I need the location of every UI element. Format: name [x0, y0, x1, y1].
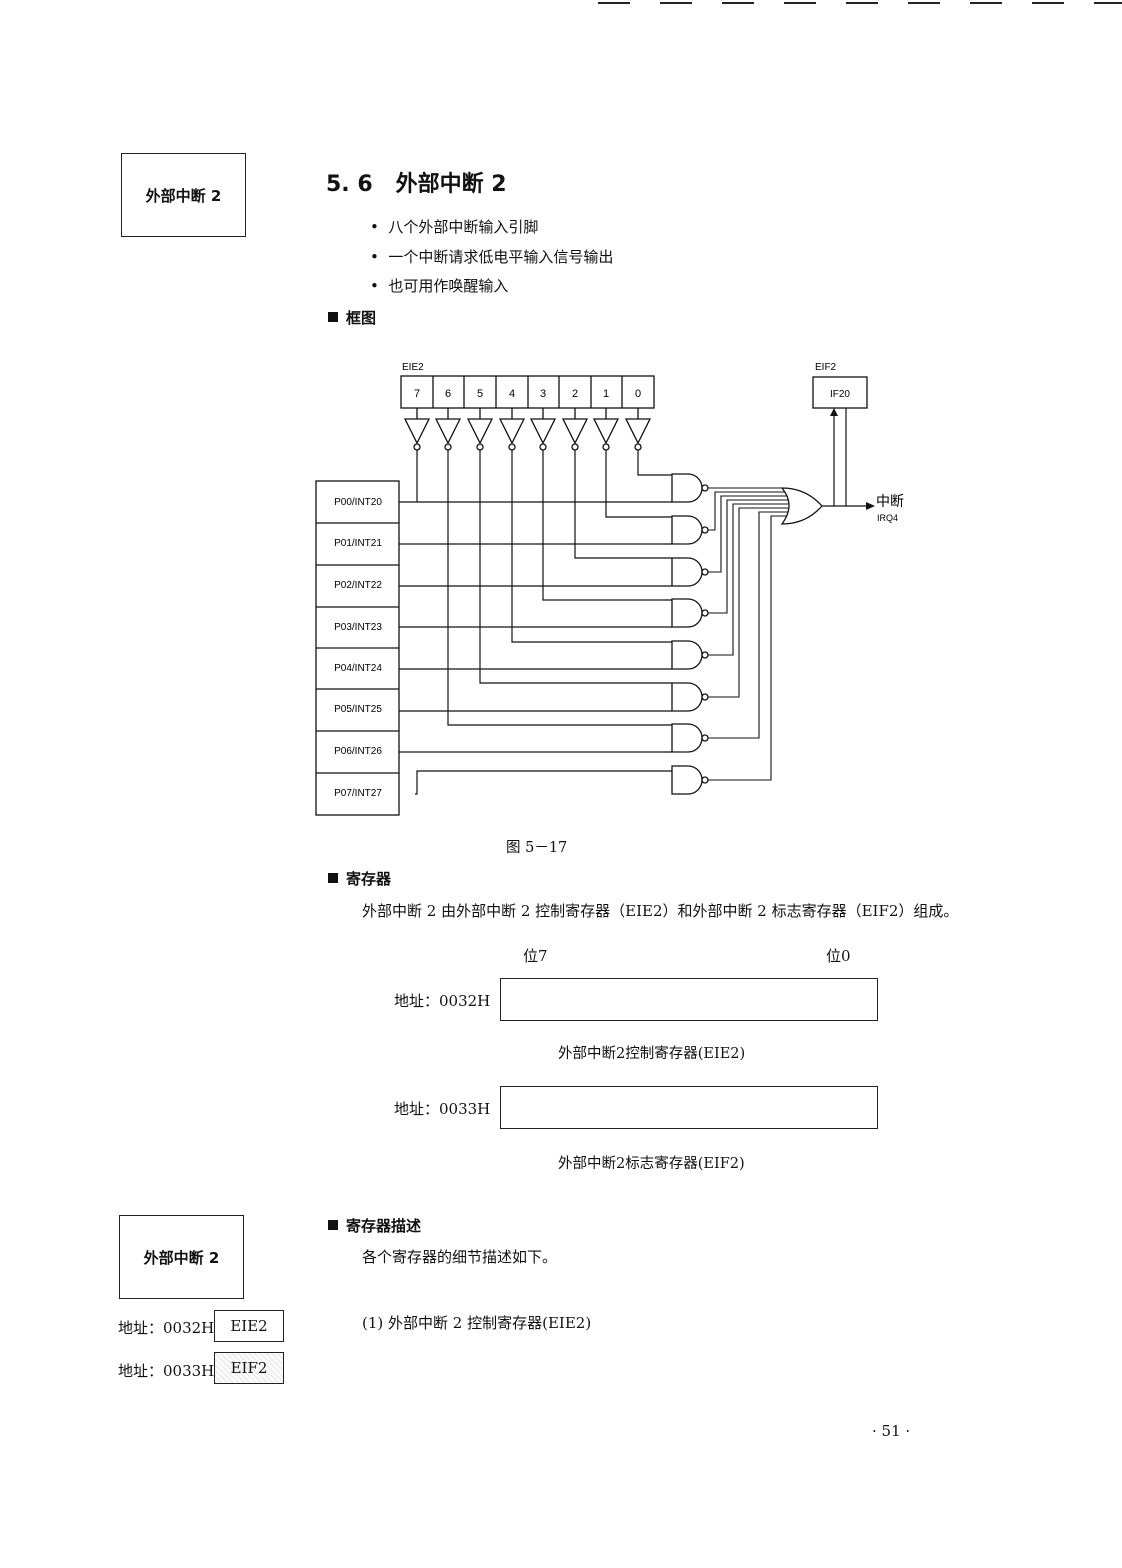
bit-label: 5	[477, 388, 483, 400]
bullet-item: • 一个中断请求低电平输入信号输出	[370, 248, 614, 266]
pin-label: P07/INT27	[334, 788, 382, 799]
page-number: · 51 ·	[872, 1422, 911, 1440]
if20-box	[812, 376, 868, 409]
bullet-text: 一个中断请求低电平输入信号输出	[388, 248, 614, 266]
side-address-eif2: 地址：0033H	[118, 1362, 215, 1380]
interrupt-label: 中断	[876, 493, 904, 509]
side-label: 外部中断 2	[143, 1248, 220, 1267]
eif2-register-field	[500, 1086, 878, 1129]
block-diagram-heading: 框图	[328, 307, 376, 328]
description-item: (1) 外部中断 2 控制寄存器(EIE2)	[362, 1314, 592, 1332]
eif2-tag: EIF2	[214, 1352, 284, 1384]
register-caption: 外部中断2控制寄存器(EIE2)	[558, 1046, 746, 1062]
bullet-text: 八个外部中断输入引脚	[388, 218, 539, 236]
eie2-tag: EIE2	[214, 1310, 284, 1342]
bullet-item: • 也可用作唤醒输入	[370, 277, 509, 295]
bullet-item: • 八个外部中断输入引脚	[370, 218, 539, 236]
eie2-register-field	[500, 978, 878, 1021]
top-rule	[1094, 2, 1122, 4]
registers-heading: 寄存器	[328, 868, 391, 889]
pin-label: P02/INT22	[334, 580, 382, 591]
pin-label: P01/INT21	[334, 538, 382, 549]
eie2-label: EIE2	[402, 362, 424, 373]
bit-label: 2	[572, 388, 578, 400]
pin-label: P03/INT23	[334, 622, 382, 633]
pin-label: P06/INT26	[334, 746, 382, 757]
bit-label: 7	[414, 388, 420, 400]
top-rule	[784, 2, 816, 4]
pin-label: P04/INT24	[334, 663, 382, 674]
pin-label: P05/INT25	[334, 704, 382, 715]
bit-label: 4	[509, 388, 515, 400]
square-bullet-icon	[328, 1220, 338, 1230]
pin-label: P00/INT20	[334, 497, 382, 508]
square-bullet-icon	[328, 312, 338, 322]
side-label-box: 外部中断 2	[119, 1215, 244, 1299]
side-label-box: 外部中断 2	[121, 153, 246, 237]
top-rule	[660, 2, 692, 4]
section-number: 5. 6	[326, 172, 373, 197]
top-rule	[908, 2, 940, 4]
side-label: 外部中断 2	[145, 186, 222, 205]
description-paragraph: 各个寄存器的细节描述如下。	[362, 1248, 558, 1266]
bit-label: 6	[445, 388, 451, 400]
top-rule	[1032, 2, 1064, 4]
registers-paragraph: 外部中断 2 由外部中断 2 控制寄存器（EIE2）和外部中断 2 标志寄存器（…	[362, 902, 959, 920]
figure-caption: 图 5－17	[506, 840, 568, 856]
section-title: 外部中断 2	[395, 172, 507, 197]
register-caption: 外部中断2标志寄存器(EIF2)	[558, 1156, 745, 1172]
bit-label: 1	[603, 388, 609, 400]
side-address-eie2: 地址：0032H	[118, 1319, 215, 1337]
if20-label: IF20	[830, 389, 850, 400]
bit7-label: 位7	[523, 947, 548, 965]
bit-label: 0	[635, 388, 641, 400]
bit-label: 3	[540, 388, 546, 400]
register-address: 地址：0032H	[394, 992, 491, 1010]
top-rule	[722, 2, 754, 4]
top-rule	[598, 2, 630, 4]
bit0-label: 位0	[826, 947, 851, 965]
section-heading: 5. 6 外部中断 2	[326, 166, 507, 198]
irq-label: IRQ4	[877, 513, 898, 523]
square-bullet-icon	[328, 873, 338, 883]
bullet-text: 也可用作唤醒输入	[388, 277, 509, 295]
block-diagram: EIE2 EIF2 IF20 7 6 5 4 3 2 1 0 P00/INT20…	[315, 362, 904, 816]
register-address: 地址：0033H	[394, 1100, 491, 1118]
top-rule	[846, 2, 878, 4]
eif2-label: EIF2	[815, 362, 837, 373]
top-rule	[970, 2, 1002, 4]
register-description-heading: 寄存器描述	[328, 1215, 421, 1236]
